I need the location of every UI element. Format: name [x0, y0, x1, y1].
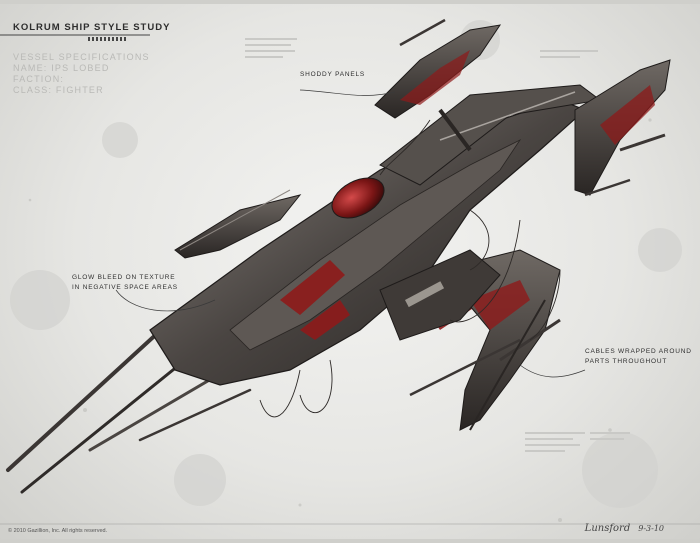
callout-glow-line1: GLOW BLEED ON TEXTURE	[72, 274, 176, 281]
top-wing-module	[374, 18, 502, 152]
specs-heading: VESSEL SPECIFICATIONS	[13, 52, 150, 62]
spec-faction: FACTION:	[13, 74, 65, 84]
engine-block	[379, 249, 501, 341]
callout-cables: CABLES WRAPPED AROUND PARTS THROUGHOUT	[585, 347, 692, 367]
sheet-title: KOLRUM SHIP STYLE STUDY	[13, 22, 171, 33]
callout-glow-bleed: GLOW BLEED ON TEXTURE IN NEGATIVE SPACE …	[72, 273, 178, 293]
canopy	[331, 177, 385, 219]
spec-name: NAME: IPS LOBED	[13, 63, 110, 73]
copyright-text: © 2010 Gazillion, Inc. All rights reserv…	[8, 528, 108, 534]
artist-signature: Lunsford 9-3-10	[585, 523, 664, 534]
left-wing	[174, 189, 302, 259]
signature-name: Lunsford	[584, 523, 631, 534]
callout-cables-line1: CABLES WRAPPED AROUND	[585, 348, 692, 355]
cables	[259, 119, 561, 418]
callout-cables-line2: PARTS THROUGHOUT	[585, 358, 668, 365]
callout-glow-line2: IN NEGATIVE SPACE AREAS	[72, 284, 178, 291]
right-wing-module	[574, 59, 671, 197]
callout-lines	[115, 89, 586, 378]
spec-class: CLASS: FIGHTER	[13, 85, 104, 95]
callout-shoddy-panels: SHODDY PANELS	[300, 71, 366, 78]
vessel-specs: VESSEL SPECIFICATIONS NAME: IPS LOBED FA…	[13, 52, 150, 96]
signature-date: 9-3-10	[638, 524, 664, 533]
title-underline	[0, 34, 150, 41]
